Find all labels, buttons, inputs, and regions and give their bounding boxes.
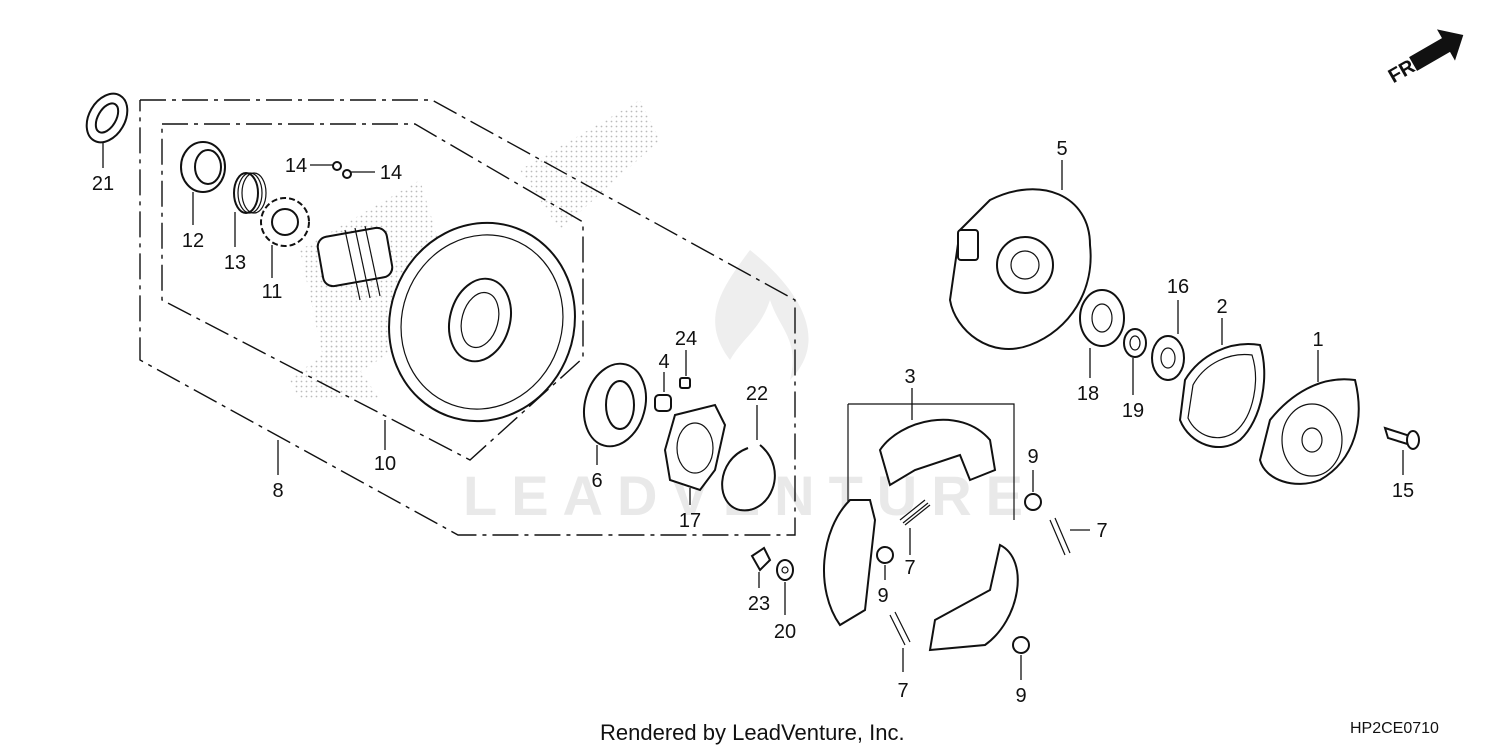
part-7-springs	[889, 499, 1090, 672]
callout-1: 1	[1312, 329, 1323, 351]
shading	[290, 100, 660, 400]
callout-15: 15	[1392, 480, 1414, 502]
callout-14: 14	[285, 155, 307, 177]
callout-9: 9	[877, 585, 888, 607]
callout-3: 3	[904, 366, 915, 388]
front-indicator: FR.	[1385, 29, 1464, 88]
callout-17: 17	[679, 510, 701, 532]
callout-labels: 1 2 3 4 5 6 7 7 7 8 9 9 9 10 11 12 13 14…	[92, 138, 1414, 707]
part-12-seal	[180, 141, 226, 225]
callout-12: 12	[182, 230, 204, 252]
callout-7: 7	[904, 557, 915, 579]
diagram-code: HP2CE0710	[1350, 720, 1439, 737]
part-23-clip	[750, 546, 772, 588]
part-20-washer	[776, 559, 794, 615]
part-13-spring	[233, 172, 267, 247]
part-19-washer	[1123, 328, 1147, 395]
part-24-pin	[679, 350, 691, 389]
callout-9: 9	[1015, 685, 1026, 707]
callout-16: 16	[1167, 276, 1189, 298]
part-10-clutch-drum	[316, 221, 576, 450]
callout-4: 4	[658, 351, 669, 373]
callout-14: 14	[380, 162, 402, 184]
part-1-cover	[1258, 350, 1360, 485]
part-6-one-way-clutch	[583, 362, 647, 465]
part-22-snap-ring	[721, 405, 776, 512]
callout-2: 2	[1216, 296, 1227, 318]
part-4-spring	[654, 372, 672, 412]
callout-18: 18	[1077, 383, 1099, 405]
callout-5: 5	[1056, 138, 1067, 160]
part-3-clutch-shoes	[823, 388, 1019, 652]
part-18-hub	[1079, 289, 1125, 378]
callout-7: 7	[1096, 520, 1107, 542]
part-5-drive-plate	[948, 160, 1092, 350]
callout-11: 11	[262, 281, 283, 303]
credit-text: Rendered by LeadVenture, Inc.	[600, 720, 905, 745]
part-2-gasket	[1178, 318, 1266, 449]
part-14-pins	[310, 161, 375, 179]
callout-7: 7	[897, 680, 908, 702]
callout-13: 13	[224, 252, 246, 274]
callout-6: 6	[591, 470, 602, 492]
callout-8: 8	[272, 480, 283, 502]
callout-22: 22	[746, 383, 768, 405]
part-9-nuts	[876, 470, 1042, 680]
callout-9: 9	[1027, 446, 1038, 468]
part-11-gear	[260, 197, 310, 278]
callout-20: 20	[774, 621, 796, 643]
callout-19: 19	[1122, 400, 1144, 422]
part-17-plate	[663, 403, 727, 505]
part-21-washer	[85, 92, 129, 168]
callout-10: 10	[374, 453, 396, 475]
front-arrow-icon	[1409, 29, 1464, 71]
callout-23: 23	[748, 593, 770, 615]
callout-24: 24	[675, 328, 697, 350]
callout-21: 21	[92, 173, 114, 195]
assembly-boundaries	[139, 99, 1015, 536]
part-15-bolt	[1383, 426, 1420, 475]
part-16-lock-nut	[1151, 300, 1185, 381]
